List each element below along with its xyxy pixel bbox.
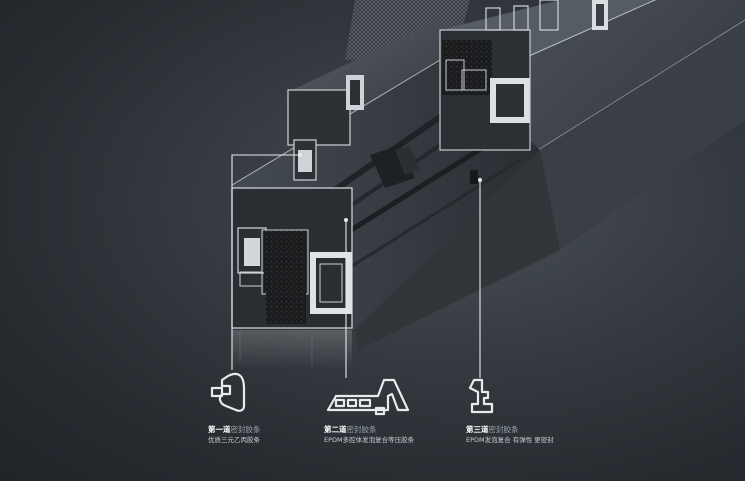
floor-reflection [232, 330, 352, 370]
seal-2-title-light: 密封胶条 [346, 425, 377, 434]
seal-2-subtitle: EPDM多腔体发泡复合等压胶条 [324, 436, 415, 444]
seal-1-title-light: 密封胶条 [230, 425, 261, 434]
seal-1-caption: 第一道密封胶条 优质三元乙丙胶条 [208, 424, 261, 446]
callout-dots [298, 153, 482, 222]
seal-profile-2-icon [326, 378, 410, 416]
seal-1-subtitle: 优质三元乙丙胶条 [208, 436, 260, 444]
callout-lines [231, 154, 481, 378]
lower-frame-section [231, 187, 353, 329]
seal-profile-1-icon [210, 372, 246, 412]
seal-3-caption: 第三道密封胶条 EPDM发泡复合 有弹性 更密封 [466, 424, 554, 446]
seal-profile-3-icon [468, 378, 494, 414]
inner-sash-section [439, 0, 608, 151]
upper-sash-section [287, 75, 364, 181]
callout-line-1 [231, 154, 300, 370]
seal-3-title-bold: 第三道 [466, 425, 489, 434]
seal-3-subtitle: EPDM发泡复合 有弹性 更密封 [466, 436, 554, 444]
track-rails [370, 145, 478, 188]
seal-2-title-bold: 第二道 [324, 425, 347, 434]
seal-1-title-bold: 第一道 [208, 425, 231, 434]
seal-3-title-light: 密封胶条 [488, 425, 519, 434]
seal-2-caption: 第二道密封胶条 EPDM多腔体发泡复合等压胶条 [324, 424, 414, 446]
